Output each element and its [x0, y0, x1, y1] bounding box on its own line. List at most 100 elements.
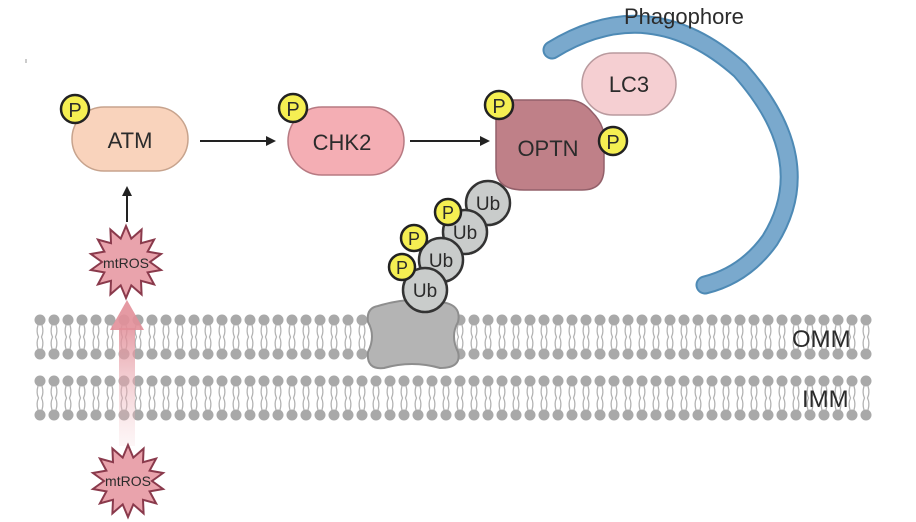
lipid-molecule [649, 313, 663, 361]
lipid-molecule [775, 313, 789, 361]
phospho-badge: P [277, 92, 309, 124]
mtros-upper-label: mtROS [103, 255, 149, 271]
atm-protein: ATM [71, 106, 189, 172]
lipid-molecule [47, 374, 61, 422]
lipid-molecule [509, 313, 523, 361]
mtros-lower-label: mtROS [105, 473, 151, 489]
lipid-molecule [103, 313, 117, 361]
mtros-burst-upper: mtROS [88, 223, 164, 301]
phospho-badge: P [59, 93, 91, 125]
lipid-molecule [173, 374, 187, 422]
lipid-molecule [523, 313, 537, 361]
lipid-molecule [719, 313, 733, 361]
lipid-molecule [355, 374, 369, 422]
lipid-molecule [313, 374, 327, 422]
lipid-molecule [705, 313, 719, 361]
lipid-molecule [33, 374, 47, 422]
lipid-molecule [649, 374, 663, 422]
lipid-molecule [159, 374, 173, 422]
lipid-molecule [173, 313, 187, 361]
lipid-molecule [509, 374, 523, 422]
atm-label: ATM [108, 128, 153, 153]
lipid-molecule [789, 374, 803, 422]
lipid-molecule [467, 313, 481, 361]
svg-text:Ub: Ub [413, 281, 437, 302]
lipid-molecule [537, 374, 551, 422]
mtros-burst-lower: mtROS [90, 442, 166, 520]
svg-text:Ub: Ub [453, 223, 477, 244]
lipid-molecule [103, 374, 117, 422]
chk2-label: CHK2 [313, 130, 372, 155]
svg-text:P: P [606, 132, 619, 154]
lipid-molecule [257, 374, 271, 422]
lipid-molecule [187, 313, 201, 361]
lipid-molecule [635, 374, 649, 422]
lipid-molecule [187, 374, 201, 422]
lipid-molecule [705, 374, 719, 422]
lipid-molecule [61, 374, 75, 422]
lipid-molecule [747, 374, 761, 422]
lipid-molecule [201, 313, 215, 361]
lipid-molecule [271, 374, 285, 422]
lipid-molecule [215, 313, 229, 361]
lipid-molecule [341, 374, 355, 422]
phospho-badge: P [597, 125, 629, 157]
lipid-molecule [271, 313, 285, 361]
lipid-molecule [285, 374, 299, 422]
inner-mitochondrial-membrane [33, 374, 873, 422]
lipid-molecule [733, 313, 747, 361]
lipid-molecule [565, 313, 579, 361]
lipid-molecule [145, 313, 159, 361]
lipid-molecule [397, 374, 411, 422]
lipid-molecule [551, 374, 565, 422]
lipid-molecule [425, 374, 439, 422]
lipid-molecule [439, 374, 453, 422]
phospho-badge: P [387, 252, 417, 282]
phospho-badge: P [433, 197, 463, 227]
lipid-molecule [61, 313, 75, 361]
lipid-molecule [691, 374, 705, 422]
phagophore-label: Phagophore [624, 4, 744, 29]
lipid-molecule [733, 374, 747, 422]
lipid-molecule [355, 313, 369, 361]
lipid-molecule [579, 374, 593, 422]
membrane-channel-protein [366, 298, 460, 370]
lipid-molecule [383, 374, 397, 422]
lipid-molecule [859, 313, 873, 361]
lipid-molecule [243, 374, 257, 422]
lipid-molecule [523, 374, 537, 422]
lipid-molecule [89, 313, 103, 361]
lipid-molecule [495, 313, 509, 361]
lipid-molecule [47, 313, 61, 361]
lipid-molecule [285, 313, 299, 361]
lipid-molecule [761, 313, 775, 361]
lipid-molecule [565, 374, 579, 422]
svg-text:P: P [408, 229, 420, 249]
lipid-molecule [89, 374, 103, 422]
lipid-molecule [75, 313, 89, 361]
optn-protein: OPTN [495, 99, 605, 191]
lipid-molecule [663, 374, 677, 422]
lipid-molecule [677, 374, 691, 422]
chk2-protein: CHK2 [287, 106, 405, 176]
lipid-molecule [159, 313, 173, 361]
svg-text:P: P [442, 203, 454, 223]
lipid-molecule [593, 374, 607, 422]
lipid-molecule [145, 374, 159, 422]
lipid-molecule [299, 313, 313, 361]
lipid-molecule [369, 374, 383, 422]
lipid-molecule [33, 313, 47, 361]
lipid-molecule [313, 313, 327, 361]
lipid-molecule [537, 313, 551, 361]
svg-text:Ub: Ub [476, 194, 500, 215]
lipid-molecule [719, 374, 733, 422]
lipid-molecule [201, 374, 215, 422]
lipid-molecule [495, 374, 509, 422]
lipid-molecule [257, 313, 271, 361]
mtros-transit-arrow [110, 300, 144, 446]
lipid-molecule [327, 374, 341, 422]
lipid-molecule [859, 374, 873, 422]
lipid-molecule [579, 313, 593, 361]
lipid-molecule [551, 313, 565, 361]
